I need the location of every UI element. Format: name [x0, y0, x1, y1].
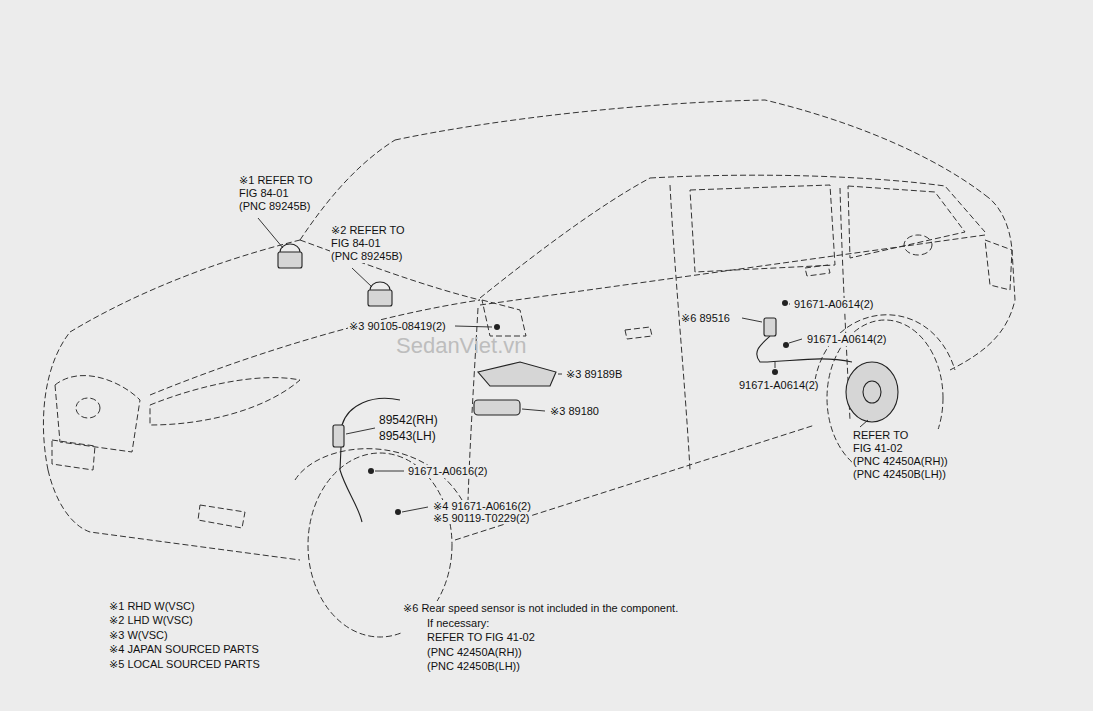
part-number: 89543(LH)	[378, 429, 437, 444]
leader-line	[455, 326, 492, 327]
car-emblem	[76, 398, 100, 418]
footnote: ※3 W(VSC)	[108, 629, 169, 642]
leader-line	[352, 268, 372, 287]
part-number: ※3 89189B	[565, 368, 623, 381]
car-roof-near	[650, 175, 985, 232]
car-fuel-door	[904, 235, 932, 255]
leader-line	[775, 362, 776, 368]
car-headlight	[150, 378, 300, 425]
car-rear-lamp	[985, 240, 1012, 290]
leader-line	[789, 339, 802, 343]
bracket	[478, 362, 556, 386]
car-fog-lamp	[198, 505, 245, 528]
footnote: ※2 LHD W(VSC)	[108, 614, 194, 627]
yaw-sensor-ring	[370, 282, 390, 290]
part-number: 91671-A0614(2)	[793, 298, 875, 311]
car-a-pillar-near	[480, 178, 650, 298]
car-door-handle	[625, 327, 652, 339]
yaw-sensor	[368, 290, 392, 306]
front-speed-sensor	[333, 425, 344, 447]
car-front-door-edge	[670, 185, 690, 470]
part-number: ※4 91671-A0616(2)	[432, 500, 532, 512]
part-number: 91671-A0614(2)	[738, 379, 820, 392]
bolt	[368, 468, 374, 474]
rear-hub	[846, 362, 898, 422]
car-door-handle	[805, 265, 830, 276]
reference-note: ※2 REFER TO FIG 84-01 (PNC 89245B)	[330, 224, 406, 263]
car-beltline	[480, 235, 985, 305]
sensor-base	[474, 400, 520, 415]
part-number: ※3 89180	[549, 405, 600, 418]
car-grille	[55, 376, 140, 452]
bolt	[395, 509, 401, 515]
leader-line	[860, 420, 868, 427]
part-number: ※5 90119-T0229(2)	[432, 512, 530, 524]
car-hood-far-edge	[70, 240, 300, 332]
car-front-bumper	[48, 470, 300, 560]
part-number: ※3 90105-08419(2)	[348, 320, 447, 333]
leader-line	[375, 471, 404, 472]
leader-line	[558, 374, 562, 375]
bolt	[494, 324, 500, 330]
bolt	[772, 369, 778, 375]
rear-hub-center	[863, 381, 881, 403]
footnote: ※1 RHD W(VSC)	[108, 600, 196, 613]
car-door-mirror	[482, 300, 526, 336]
car-plate	[52, 440, 95, 470]
car-rear-window	[848, 186, 965, 258]
reference-note: REFER TO FIG 41-02 (PNC 42450A(RH)) (PNC…	[852, 429, 949, 481]
yaw-sensor	[278, 252, 302, 268]
leader-line	[742, 318, 762, 322]
bolt	[783, 342, 789, 348]
leader-line	[402, 507, 428, 512]
footnote: ※5 LOCAL SOURCED PARTS	[108, 658, 261, 671]
rear-connector	[764, 318, 776, 336]
leader-line	[522, 409, 545, 411]
watermark: SedanViet.vn	[395, 333, 527, 359]
car-trunk	[950, 195, 1015, 370]
leader-line	[346, 428, 375, 434]
footnote: ※4 JAPAN SOURCED PARTS	[108, 643, 260, 656]
car-front-face	[43, 332, 70, 470]
footnote: ※6 Rear speed sensor is not included in …	[403, 601, 679, 674]
bolt	[782, 300, 788, 306]
reference-note: ※1 REFER TO FIG 84-01 (PNC 89245B)	[238, 174, 314, 213]
leader-line	[789, 304, 790, 305]
part-number: ※6 89516	[680, 312, 731, 325]
part-number: 91671-A0614(2)	[806, 333, 888, 346]
part-number: 91671-A0616(2)	[407, 465, 489, 478]
leader-line	[258, 218, 283, 248]
part-number: 89542(RH)	[378, 413, 439, 428]
